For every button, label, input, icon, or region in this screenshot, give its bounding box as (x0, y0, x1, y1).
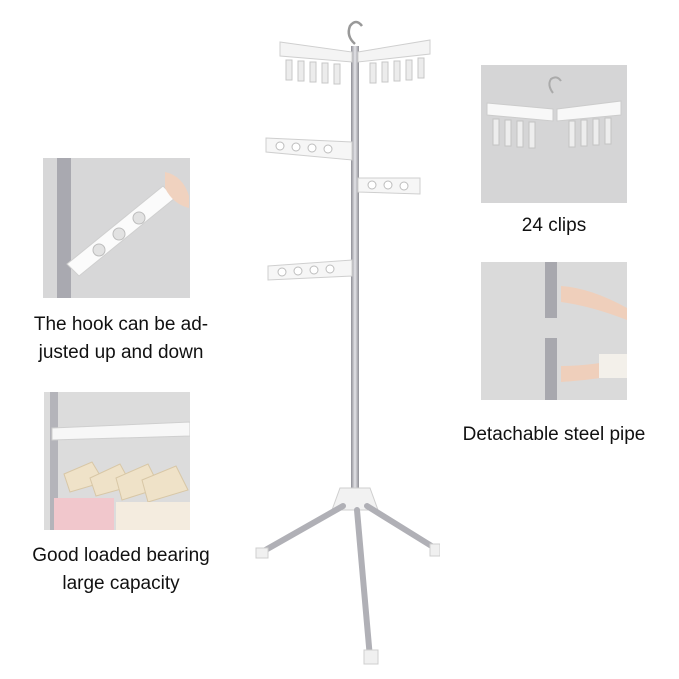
bearing-caption-line1: Good loaded bearing (32, 545, 210, 566)
hook-caption-line2: justed up and down (38, 342, 204, 363)
bearing-caption-line2: large capacity (62, 573, 180, 594)
steel-pipe-photo (481, 262, 627, 400)
drying-rack-illustration (255, 20, 440, 665)
hook-caption-line1: The hook can be ad- (33, 314, 209, 335)
loaded-bearing-photo (44, 392, 190, 530)
hook-adjust-photo (43, 158, 190, 298)
clips-caption: 24 clips (521, 215, 587, 236)
hook-caption: The hook can be ad- justed up and down (6, 311, 236, 367)
clips-photo (481, 65, 627, 203)
pipe-caption: Detachable steel pipe (462, 424, 646, 445)
bearing-caption: Good loaded bearing large capacity (6, 542, 236, 598)
